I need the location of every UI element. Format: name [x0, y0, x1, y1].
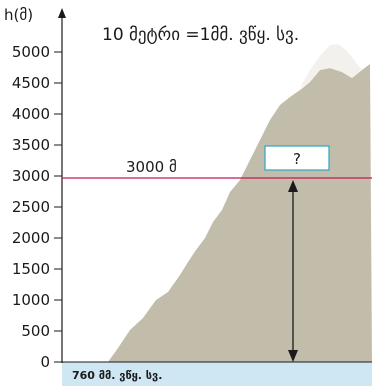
sea-level-strip — [62, 362, 372, 386]
height-arrow-bottom-head — [288, 350, 298, 362]
question-box[interactable] — [264, 145, 330, 171]
y-tick-label: 3500 — [12, 136, 50, 154]
question-mark: ? — [293, 150, 301, 168]
y-tick-label: 4000 — [12, 105, 50, 123]
y-tick-label: 500 — [21, 322, 50, 340]
y-axis-arrow — [58, 8, 66, 18]
y-ticks: 0 500 1000 1500 2000 2500 3000 3500 4000 4500 5000 — [12, 43, 62, 371]
y-tick-label: 3000 — [12, 167, 50, 185]
base-pressure-label: 760 მმ. ვწყ. სვ. — [72, 369, 162, 382]
y-tick-label: 2000 — [12, 229, 50, 247]
y-axis-title: h(მ) — [4, 6, 33, 24]
y-tick-label: 4500 — [12, 74, 50, 92]
y-tick-label: 0 — [40, 353, 50, 371]
height-arrow-top-head — [288, 180, 298, 192]
y-tick-label: 1000 — [12, 291, 50, 309]
y-tick-label: 1500 — [12, 260, 50, 278]
y-tick-label: 5000 — [12, 43, 50, 61]
y-tick-label: 2500 — [12, 198, 50, 216]
scale-note: 10 მეტრი =1მმ. ვწყ. სვ. — [102, 25, 299, 45]
mountain-area — [108, 64, 372, 362]
reference-line-label: 3000 მ — [126, 158, 177, 176]
snow-cap — [300, 44, 362, 88]
